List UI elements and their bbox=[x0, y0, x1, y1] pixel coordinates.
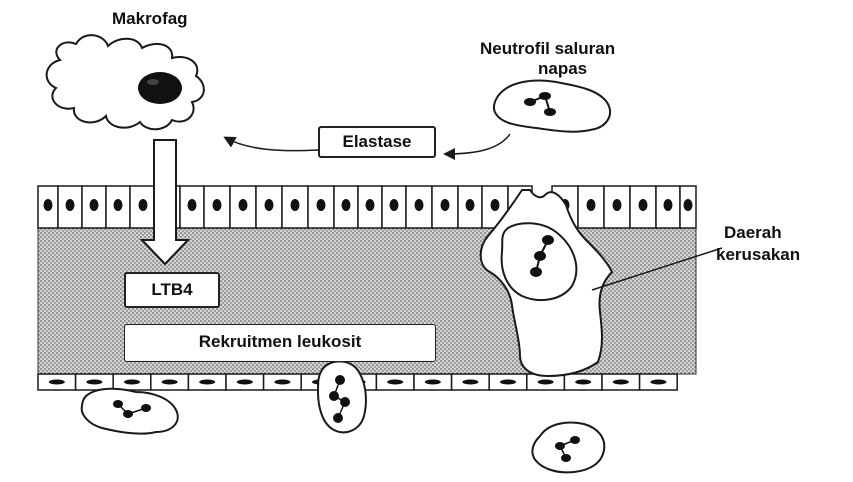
cell-nucleus bbox=[613, 199, 622, 211]
cell-nucleus bbox=[425, 380, 441, 385]
cell-nucleus bbox=[188, 199, 197, 211]
ltb4-box: LTB4 bbox=[124, 272, 220, 308]
cell-nucleus bbox=[162, 380, 178, 385]
cell-nucleus bbox=[265, 199, 274, 211]
cell-nucleus bbox=[491, 199, 500, 211]
cell-nucleus bbox=[124, 380, 140, 385]
cell-nucleus bbox=[239, 199, 248, 211]
airway-neutrophil-label-line1: Neutrofil saluran bbox=[480, 38, 615, 60]
cell-nucleus bbox=[317, 199, 326, 211]
cell-nucleus bbox=[237, 380, 253, 385]
elastase-arrow-left bbox=[226, 138, 318, 151]
cell-nucleus bbox=[90, 199, 99, 211]
cell-nucleus bbox=[639, 199, 648, 211]
cell-nucleus bbox=[500, 380, 516, 385]
cell-nucleus bbox=[462, 380, 478, 385]
cell-nucleus bbox=[213, 199, 222, 211]
macrophage-label: Makrofag bbox=[112, 8, 188, 30]
blood-neutrophil-right bbox=[532, 423, 604, 473]
cell-nucleus bbox=[44, 199, 53, 211]
cell-nucleus bbox=[684, 199, 693, 211]
epithelium-top bbox=[38, 186, 696, 228]
elastase-arrow-right bbox=[446, 134, 510, 154]
leukocyte-recruitment-box: Rekruitmen leukosit bbox=[124, 324, 436, 362]
cell-nucleus bbox=[199, 380, 215, 385]
cell-nucleus bbox=[86, 380, 102, 385]
cell-nucleus bbox=[274, 380, 290, 385]
cell-nucleus bbox=[650, 380, 666, 385]
damage-area-label-line2: kerusakan bbox=[716, 244, 800, 266]
damage-area-label-line1: Daerah bbox=[724, 222, 782, 244]
cell-nucleus bbox=[538, 380, 554, 385]
cell-nucleus bbox=[390, 199, 399, 211]
macrophage-cell bbox=[47, 35, 204, 129]
cell-nucleus bbox=[342, 199, 351, 211]
elastase-box: Elastase bbox=[318, 126, 436, 158]
cell-nucleus bbox=[575, 380, 591, 385]
cell-nucleus bbox=[613, 380, 629, 385]
cell-nucleus bbox=[415, 199, 424, 211]
cell-nucleus bbox=[66, 199, 75, 211]
macrophage-nucleus bbox=[138, 72, 182, 104]
airway-neutrophil-label-line2: napas bbox=[538, 58, 587, 80]
migrating-neutrophil bbox=[318, 361, 366, 432]
cell-nucleus bbox=[466, 199, 475, 211]
blood-neutrophil-left bbox=[82, 389, 178, 434]
cell-nucleus bbox=[114, 199, 123, 211]
cell-nucleus bbox=[664, 199, 673, 211]
cell-nucleus bbox=[387, 380, 403, 385]
cell-nucleus bbox=[291, 199, 300, 211]
cell-nucleus bbox=[587, 199, 596, 211]
cell-nucleus bbox=[139, 199, 148, 211]
cell-nucleus bbox=[366, 199, 375, 211]
cell-nucleus bbox=[49, 380, 65, 385]
cell-nucleus bbox=[441, 199, 450, 211]
airway-neutrophil-cell bbox=[494, 81, 610, 132]
